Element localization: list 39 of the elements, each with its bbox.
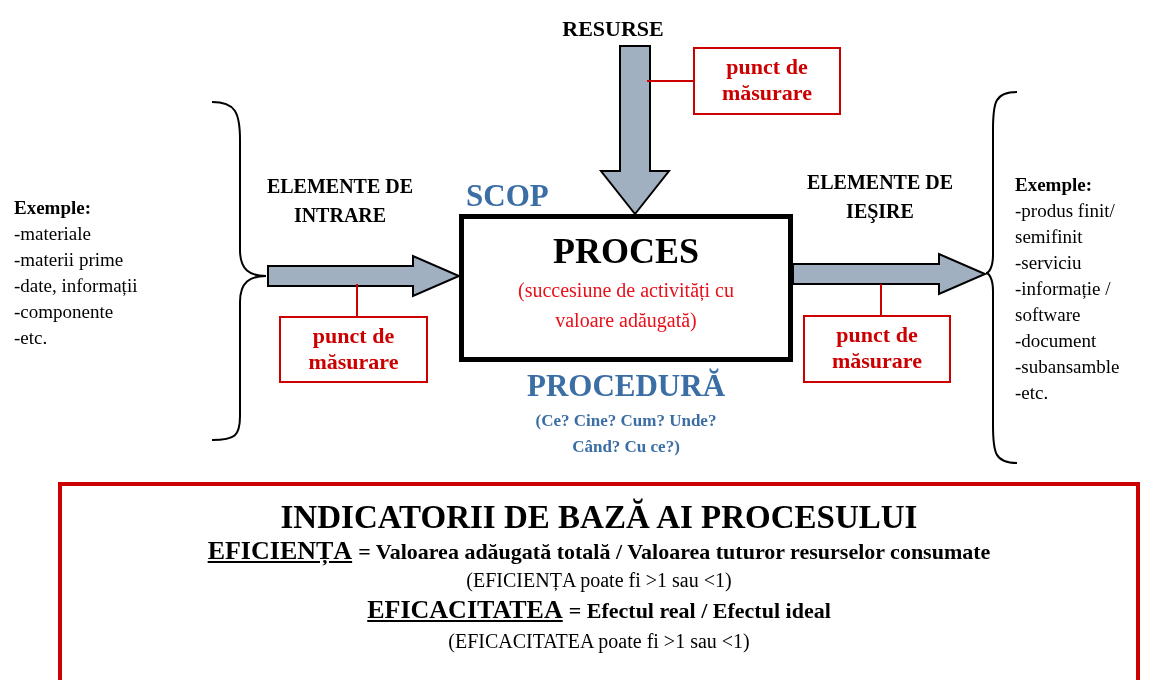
measurement-callout: punct de măsurare <box>279 316 428 383</box>
indicators-panel <box>58 482 1140 680</box>
formula-text: = Valoarea adăugată totală / Valoarea tuturor resurselor consumate <box>358 538 991 566</box>
process-description: (succesiune de activități cu valoare adăugată) <box>517 278 735 334</box>
list-item: -date, informații <box>14 274 139 298</box>
list-item: -componente <box>14 300 115 324</box>
note-text: (EFICIENȚA poate fi >1 sau <1) <box>466 568 732 593</box>
list-item: -produs finit/ semifinit <box>1015 199 1116 249</box>
list-item: -subansamble <box>1015 355 1121 379</box>
block-arrow <box>792 252 988 296</box>
panel-title: INDICATORII DE BAZĂ AI PROCESULUI <box>280 498 918 536</box>
block-arrow <box>267 254 462 298</box>
procedure-label: PROCEDURĂ <box>525 368 727 404</box>
edge-label: ELEMENTE DE IEŞIRE <box>805 170 955 225</box>
term-label: EFICIENȚA <box>207 536 353 566</box>
leader-line <box>356 283 358 317</box>
list-heading: Exemple: <box>14 196 93 220</box>
list-item: -serviciu <box>1015 251 1083 275</box>
edge-label: ELEMENTE DE INTRARE <box>265 174 415 228</box>
process-title: PROCES <box>553 231 699 271</box>
term-label: EFICACITATEA <box>367 594 563 626</box>
measurement-callout: punct de măsurare <box>693 47 841 115</box>
list-item: -document <box>1015 329 1098 353</box>
leader-line <box>646 80 694 82</box>
list-heading: Exemple: <box>1015 173 1094 197</box>
formula-text: = Efectul real / Efectul ideal <box>568 597 831 625</box>
note-text: (EFICACITATEA poate fi >1 sau <1) <box>448 629 750 654</box>
leader-line <box>880 283 882 316</box>
process-box <box>459 214 793 362</box>
list-item: -etc. <box>14 326 49 350</box>
list-item: -materii prime <box>14 248 125 272</box>
list-item: -etc. <box>1015 381 1050 405</box>
procedure-questions: (Ce? Cine? Cum? Unde? Când? Cu ce?) <box>534 410 718 458</box>
block-arrow <box>598 45 672 216</box>
scope-label: SCOP <box>466 178 549 214</box>
list-item: -informație / software <box>1015 277 1112 327</box>
list-item: -materiale <box>14 222 92 246</box>
measurement-callout: punct de măsurare <box>803 315 951 383</box>
resource-label: RESURSE <box>540 12 686 46</box>
